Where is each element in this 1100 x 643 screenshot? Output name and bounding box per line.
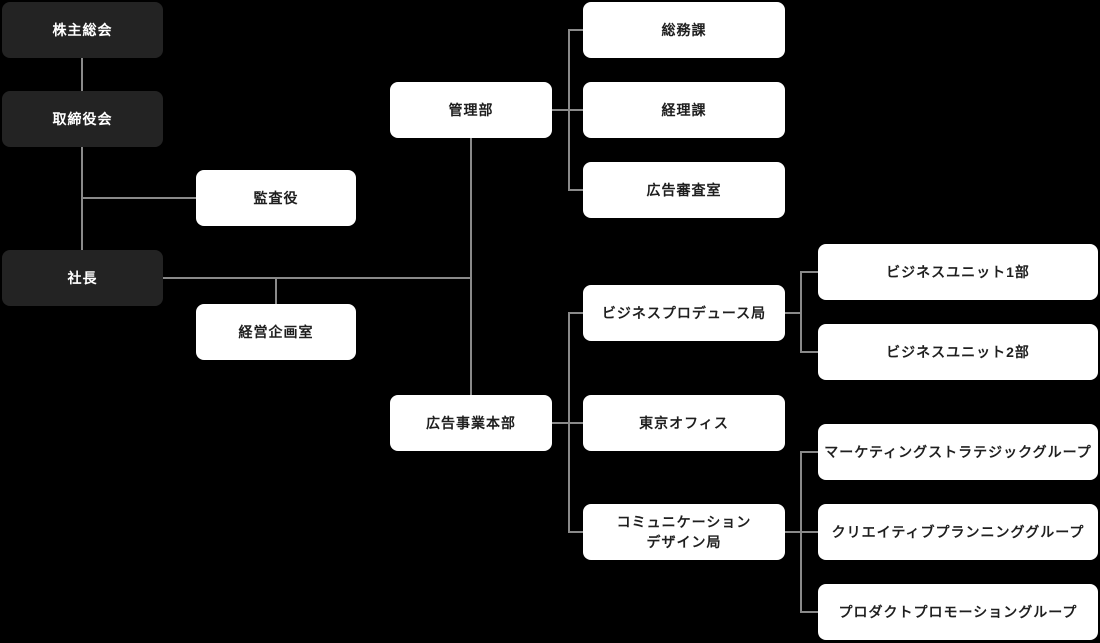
org-node-tokyo-office: 東京オフィス [583, 395, 785, 451]
org-node-label: 取締役会 [52, 110, 113, 127]
org-node-label: ビジネスプロデュース局 [601, 304, 767, 321]
org-node-accounting-section: 経理課 [583, 82, 785, 138]
org-node-label: 経営企画室 [238, 323, 314, 340]
org-node-corporate-planning-office: 経営企画室 [196, 304, 356, 360]
org-node-general-affairs-section: 総務課 [583, 2, 785, 58]
connector-line [800, 351, 818, 353]
org-node-business-unit-1: ビジネスユニット1部 [818, 244, 1098, 300]
org-node-marketing-strategic-group: マーケティングストラテジックグループ [818, 424, 1098, 480]
org-node-label: プロダクトプロモーショングループ [838, 603, 1078, 620]
connector-line [568, 312, 583, 314]
org-node-business-produce-bureau: ビジネスプロデュース局 [583, 285, 785, 341]
connector-line [552, 109, 583, 111]
org-node-shareholders-meeting: 株主総会 [2, 2, 163, 58]
connector-line [163, 277, 471, 279]
org-node-administration-dept: 管理部 [390, 82, 552, 138]
org-node-label: 総務課 [661, 21, 707, 38]
org-node-president: 社長 [2, 250, 163, 306]
org-node-communication-design-bureau: コミュニケーション デザイン局 [583, 504, 785, 560]
org-node-label: 監査役 [253, 189, 299, 206]
org-node-label: 株主総会 [52, 21, 113, 38]
org-node-ad-review-office: 広告審査室 [583, 162, 785, 218]
org-node-label: 広告事業本部 [426, 414, 516, 431]
connector-line [552, 422, 583, 424]
connector-line [800, 451, 818, 453]
connector-line [81, 197, 196, 199]
org-node-auditor: 監査役 [196, 170, 356, 226]
connector-line [785, 312, 800, 314]
connector-line [568, 29, 583, 31]
org-node-label: 東京オフィス [639, 414, 729, 431]
connector-line [800, 271, 818, 273]
connector-line [785, 531, 800, 533]
org-node-label: 広告審査室 [646, 181, 722, 198]
org-node-label: 管理部 [448, 101, 494, 118]
org-node-business-unit-2: ビジネスユニット2部 [818, 324, 1098, 380]
org-node-label: 社長 [67, 269, 98, 286]
org-node-creative-planning-group: クリエイティブプランニンググループ [818, 504, 1098, 560]
connector-line [81, 58, 83, 91]
connector-line [800, 271, 802, 353]
org-node-label: 経理課 [661, 101, 707, 118]
connector-line [568, 531, 583, 533]
org-node-label: ビジネスユニット2部 [886, 343, 1030, 360]
org-node-product-promotion-group: プロダクトプロモーショングループ [818, 584, 1098, 640]
connector-line [800, 531, 818, 533]
org-node-label: マーケティングストラテジックグループ [824, 443, 1092, 460]
connector-line [470, 138, 472, 395]
connector-line [800, 611, 818, 613]
org-node-advertising-business-hq: 広告事業本部 [390, 395, 552, 451]
org-node-label: クリエイティブプランニンググループ [831, 523, 1085, 540]
connector-line [275, 277, 277, 304]
org-node-board-of-directors: 取締役会 [2, 91, 163, 147]
connector-line [568, 189, 583, 191]
org-node-label: ビジネスユニット1部 [886, 263, 1030, 280]
org-node-label: コミュニケーション デザイン局 [616, 513, 752, 550]
